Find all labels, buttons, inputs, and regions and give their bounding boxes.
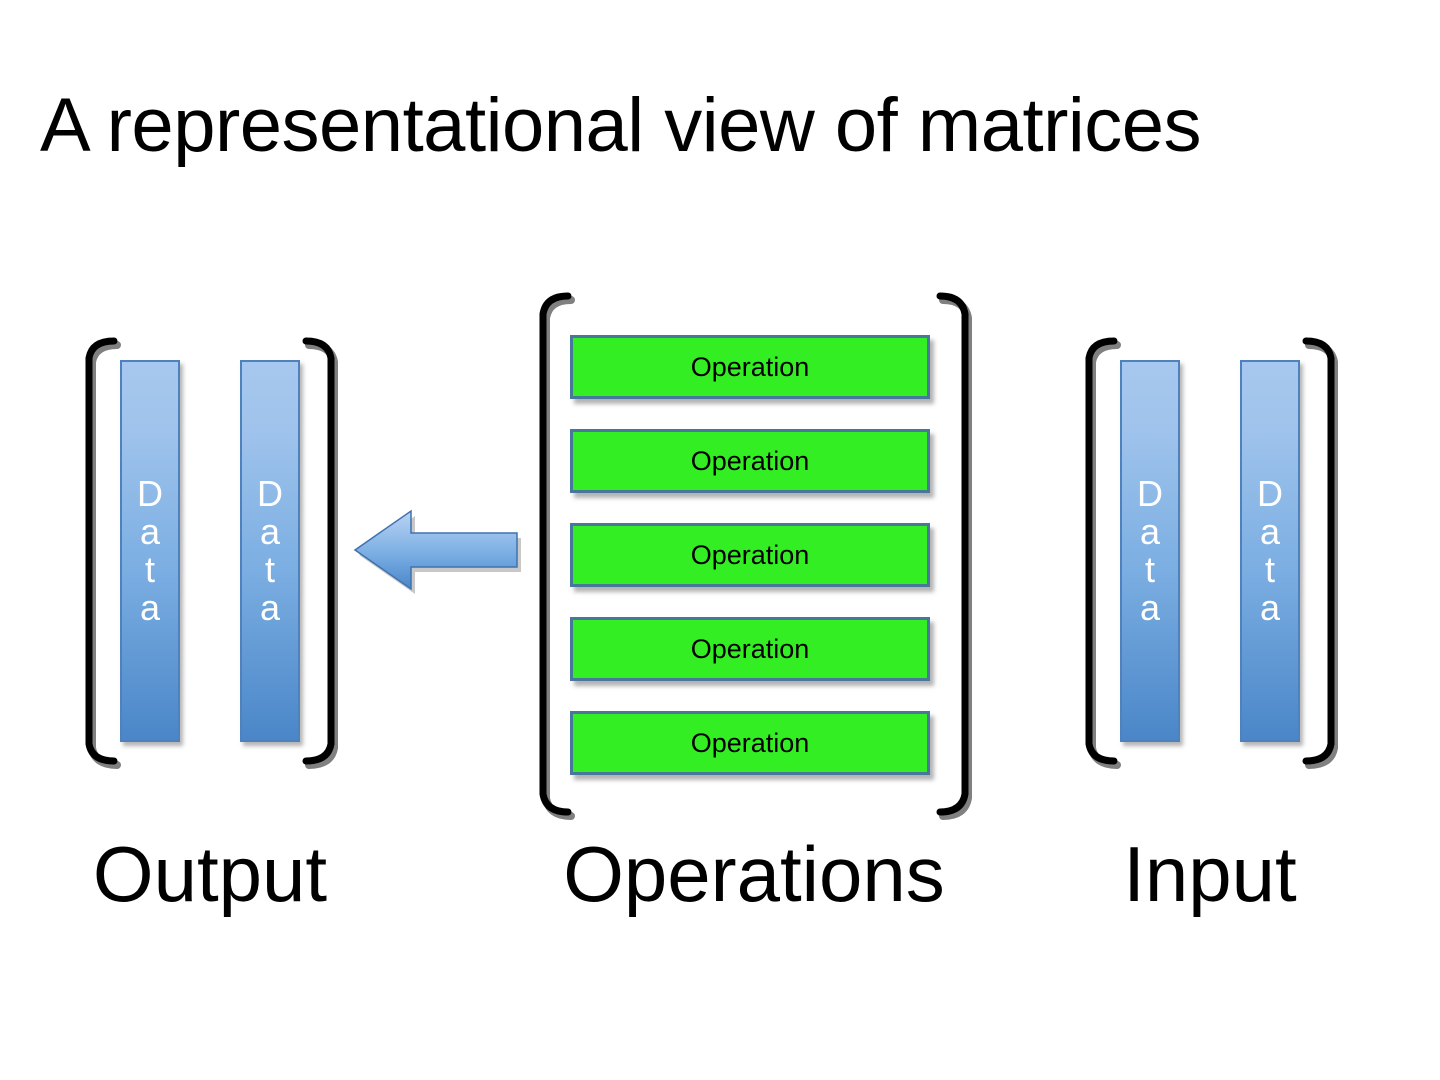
data-letter: D <box>1257 473 1283 514</box>
data-letter: a <box>139 511 161 552</box>
caption-operations: Operations <box>563 830 945 918</box>
left-bracket-open-icon <box>534 290 575 820</box>
data-letter: t <box>264 549 275 590</box>
operation-box[interactable]: Operation <box>570 617 930 681</box>
operation-box[interactable]: Operation <box>570 335 930 399</box>
operation-label: Operation <box>690 727 810 758</box>
data-letter: t <box>1264 549 1275 590</box>
input-matrix-group: D a t a D a t a <box>1080 336 1340 769</box>
data-bar: D a t a <box>1240 360 1300 742</box>
caption-output: Output <box>92 830 328 918</box>
data-letter: D <box>137 473 163 514</box>
output-matrix-group: D a t a D a t a <box>80 336 340 769</box>
operations-list: Operation Operation Operation Operation … <box>570 335 930 775</box>
input-data-bars: D a t a D a t a <box>1120 360 1300 742</box>
operation-box[interactable]: Operation <box>570 523 930 587</box>
page-title: A representational view of matrices <box>40 83 1202 168</box>
data-bar: D a t a <box>240 360 300 742</box>
left-arrow-icon <box>353 506 525 602</box>
output-data-bars: D a t a D a t a <box>120 360 300 742</box>
data-letter: a <box>259 587 281 628</box>
operation-label: Operation <box>690 351 810 382</box>
data-letter: a <box>259 511 281 552</box>
right-bracket-close-icon <box>1302 336 1340 769</box>
operation-label: Operation <box>690 539 810 570</box>
data-bar: D a t a <box>1120 360 1180 742</box>
operation-box[interactable]: Operation <box>570 429 930 493</box>
operation-box[interactable]: Operation <box>570 711 930 775</box>
right-bracket-close-icon <box>302 336 340 769</box>
left-bracket-open-icon <box>1080 336 1121 769</box>
data-letter: a <box>1139 587 1161 628</box>
right-bracket-close-icon <box>936 290 974 820</box>
operations-matrix-group: Operation Operation Operation Operation … <box>534 290 974 820</box>
data-letter: a <box>1259 587 1281 628</box>
operation-label: Operation <box>690 633 810 664</box>
operation-label: Operation <box>690 445 810 476</box>
data-letter: a <box>139 587 161 628</box>
data-letter: a <box>1139 511 1161 552</box>
data-letter: t <box>144 549 155 590</box>
data-letter: D <box>1137 473 1163 514</box>
left-bracket-open-icon <box>80 336 121 769</box>
data-letter: t <box>1144 549 1155 590</box>
data-bar: D a t a <box>120 360 180 742</box>
data-letter: a <box>1259 511 1281 552</box>
caption-input: Input <box>1123 830 1297 918</box>
data-letter: D <box>257 473 283 514</box>
